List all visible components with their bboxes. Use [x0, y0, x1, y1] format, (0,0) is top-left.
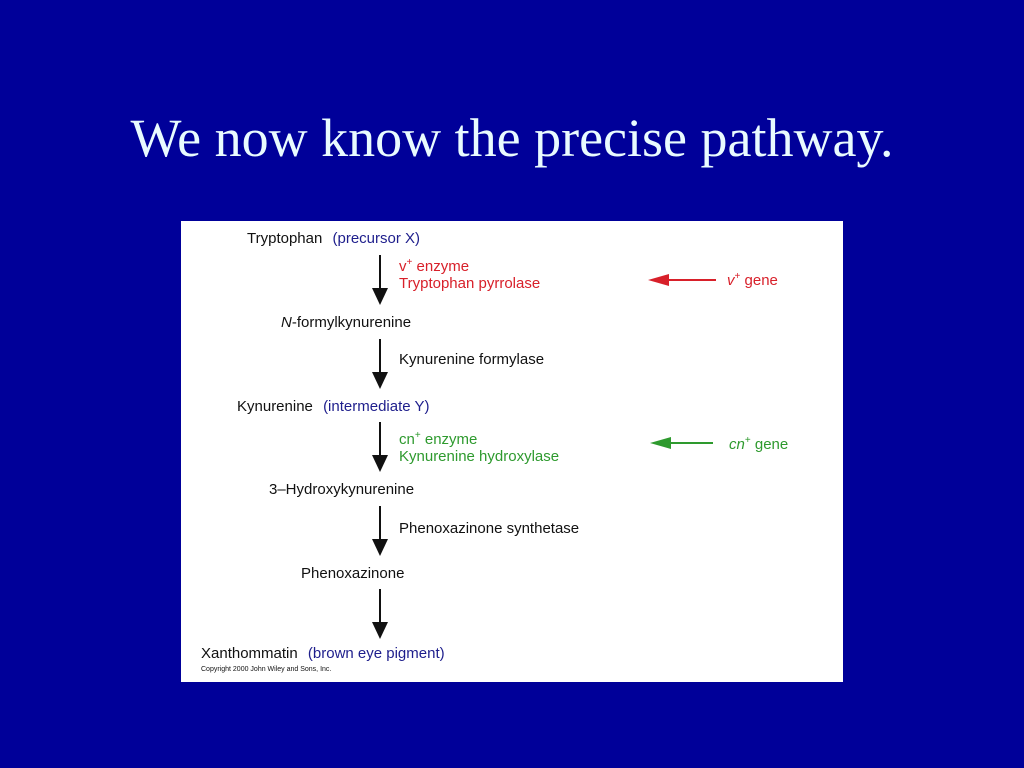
step-3-hydroxykynurenine: 3–Hydroxykynurenine: [269, 481, 414, 498]
enzyme-cn-plus: cn+ enzyme: [399, 430, 477, 448]
arrow-down-5: [372, 589, 388, 639]
arrow-down-4: [372, 506, 388, 556]
step-phenoxazinone: Phenoxazinone: [301, 565, 404, 582]
pathway-figure: Tryptophan (precursor X) v+ enzyme Trypt…: [181, 221, 843, 682]
step-xanthommatin: Xanthommatin (brown eye pigment): [201, 645, 445, 662]
enzyme-kynurenine-formylase: Kynurenine formylase: [399, 351, 544, 368]
enzyme-phenoxazinone-synthetase: Phenoxazinone synthetase: [399, 520, 579, 537]
enzyme-kynurenine-hydroxylase: Kynurenine hydroxylase: [399, 448, 559, 465]
step-kynurenine: Kynurenine (intermediate Y): [237, 398, 430, 415]
arrow-down-2: [372, 339, 388, 389]
v-gene-arrow: [648, 274, 716, 286]
cn-gene-arrow: [650, 437, 713, 449]
pathway-diagram: Tryptophan (precursor X) v+ enzyme Trypt…: [201, 230, 788, 673]
step-tryptophan: Tryptophan (precursor X): [247, 230, 420, 247]
note-precursor-x: (precursor X): [333, 230, 421, 247]
arrow-down-1: [372, 255, 388, 305]
enzyme-v-plus: v+ enzyme: [399, 257, 469, 275]
v-gene-label: v+ gene: [727, 271, 778, 289]
note-intermediate-y: (intermediate Y): [323, 398, 429, 415]
enzyme-tryptophan-pyrrolase: Tryptophan pyrrolase: [399, 275, 540, 292]
arrow-down-3: [372, 422, 388, 472]
step-n-formylkynurenine: N-formylkynurenine: [281, 314, 411, 331]
slide-title: We now know the precise pathway.: [130, 108, 894, 168]
cn-gene-label: cn+ gene: [729, 435, 788, 453]
copyright-notice: Copyright 2000 John Wiley and Sons, Inc.: [201, 666, 331, 673]
note-brown-eye-pigment: (brown eye pigment): [308, 645, 445, 662]
